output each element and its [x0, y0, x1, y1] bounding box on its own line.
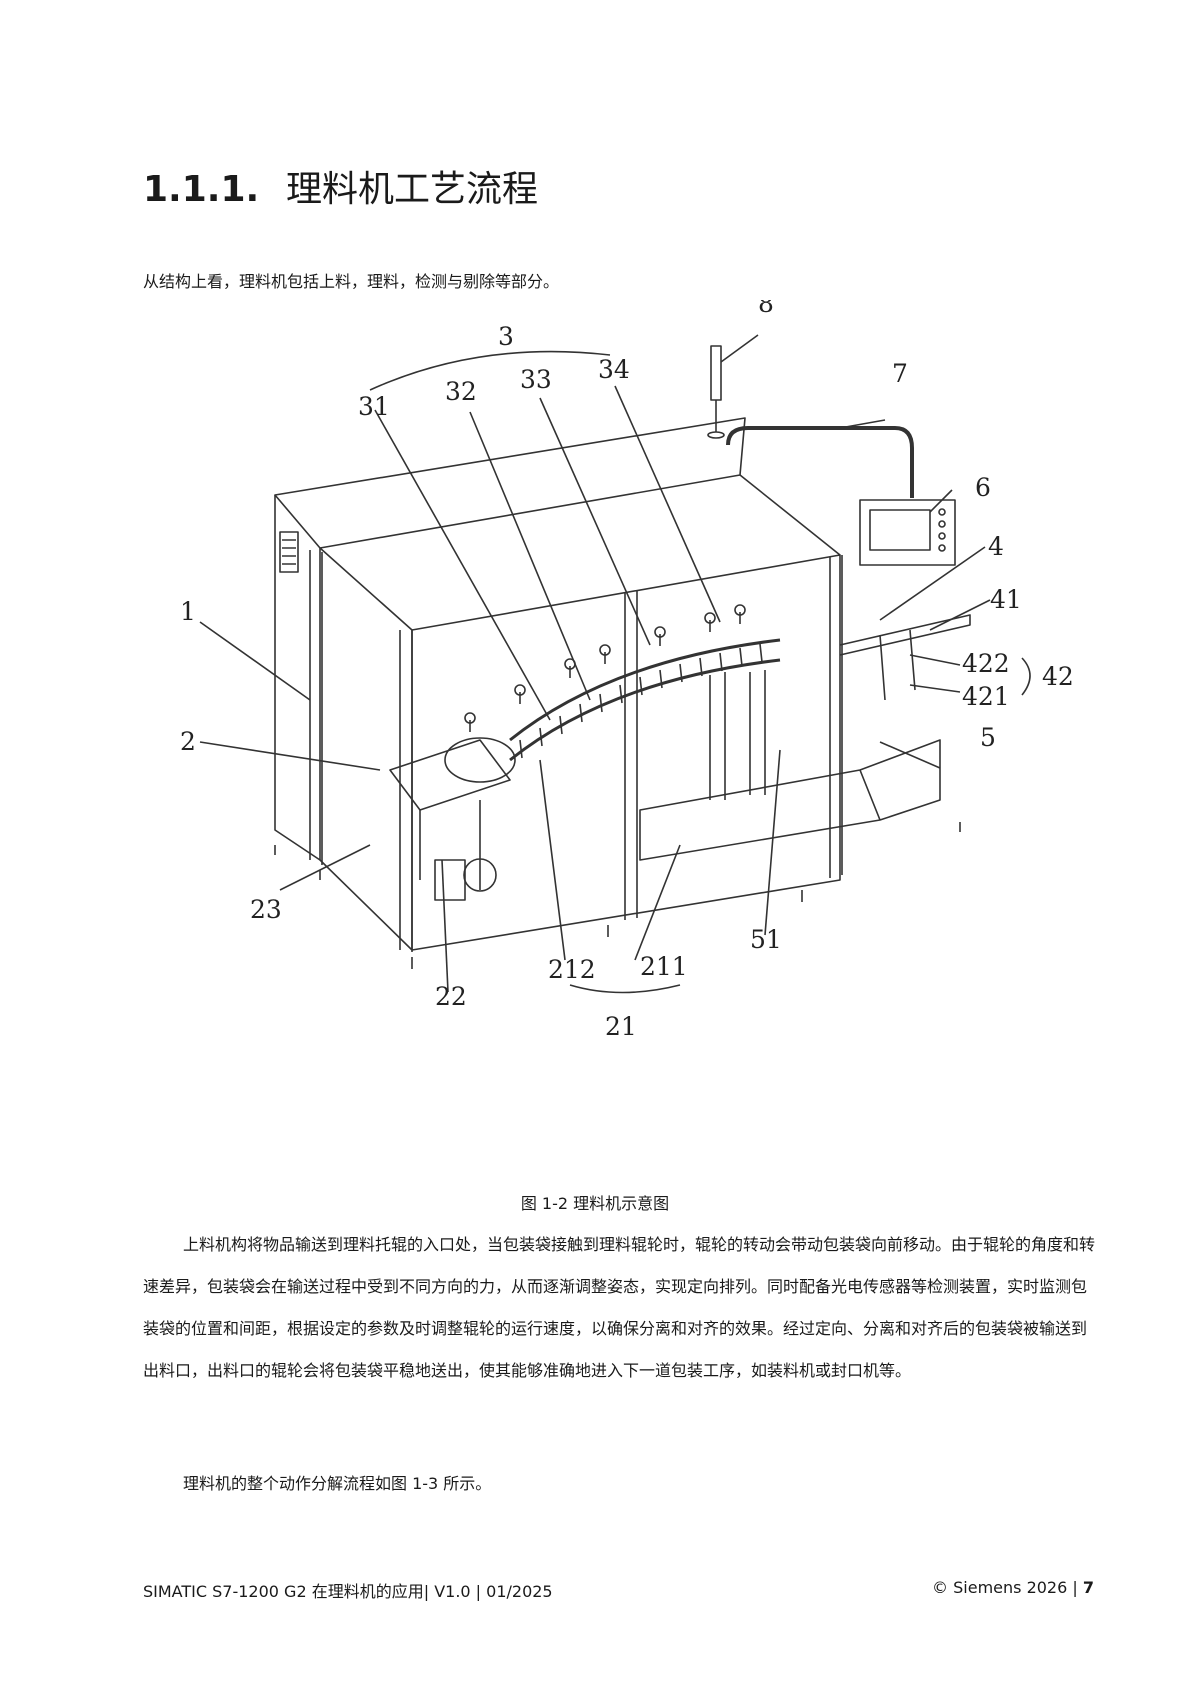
label-4: 4 [988, 532, 1004, 561]
label-6: 6 [975, 473, 991, 502]
label-5: 5 [980, 723, 996, 752]
top-cover [274, 417, 746, 549]
figure-caption: 图 1-2 理料机示意图 [520, 1194, 670, 1213]
label-23: 23 [250, 895, 282, 924]
label-1: 1 [180, 597, 196, 626]
label-212: 212 [548, 955, 596, 984]
label-2: 2 [180, 727, 196, 756]
label-51: 51 [750, 925, 782, 954]
label-421: 421 [962, 682, 1010, 711]
section-title: 理料机工艺流程 [286, 169, 539, 210]
label-8: 8 [758, 300, 774, 318]
label-31: 31 [358, 392, 390, 421]
label-7: 7 [892, 359, 908, 388]
body-paragraph-1: 上料机构将物品输送到理料托辊的入口处，当包装袋接触到理料辊轮时，辊轮的转动会带动… [143, 1235, 1096, 1380]
label-33: 33 [520, 365, 552, 394]
label-211: 211 [640, 952, 688, 981]
label-22: 22 [435, 982, 467, 1011]
label-42: 42 [1042, 662, 1074, 691]
machine-drawing: 1 2 3 4 5 6 7 8 21 22 23 31 32 33 34 41 … [180, 289, 1074, 1041]
body-paragraph-2: 理料机的整个动作分解流程如图 1-3 所示。 [183, 1474, 492, 1493]
section-number: 1.1.1. [143, 169, 260, 210]
machine-diagram: 1 2 3 4 5 6 7 8 21 22 23 31 32 33 34 41 … [180, 289, 1160, 1120]
page-number: 7 [1082, 1578, 1094, 1597]
label-3: 3 [498, 322, 514, 351]
copyright-text: © Siemens 2026 | [932, 1578, 1083, 1597]
left-panel [274, 495, 321, 861]
intro-text: 从结构上看，理料机包括上料，理料，检测与剔除等部分。 [143, 272, 560, 291]
section-heading: 1.1.1. 理料机工艺流程 [143, 160, 538, 212]
footer-copyright: © Siemens 2026 | 7 [932, 1578, 1094, 1597]
label-21: 21 [605, 1012, 637, 1041]
footer-doc-title: SIMATIC S7-1200 G2 在理料机的应用| V1.0 | 01/20… [143, 1582, 553, 1601]
label-34: 34 [598, 355, 630, 384]
label-41: 41 [990, 585, 1022, 614]
label-32: 32 [445, 377, 477, 406]
output-bin [639, 739, 941, 861]
label-422: 422 [962, 649, 1010, 678]
